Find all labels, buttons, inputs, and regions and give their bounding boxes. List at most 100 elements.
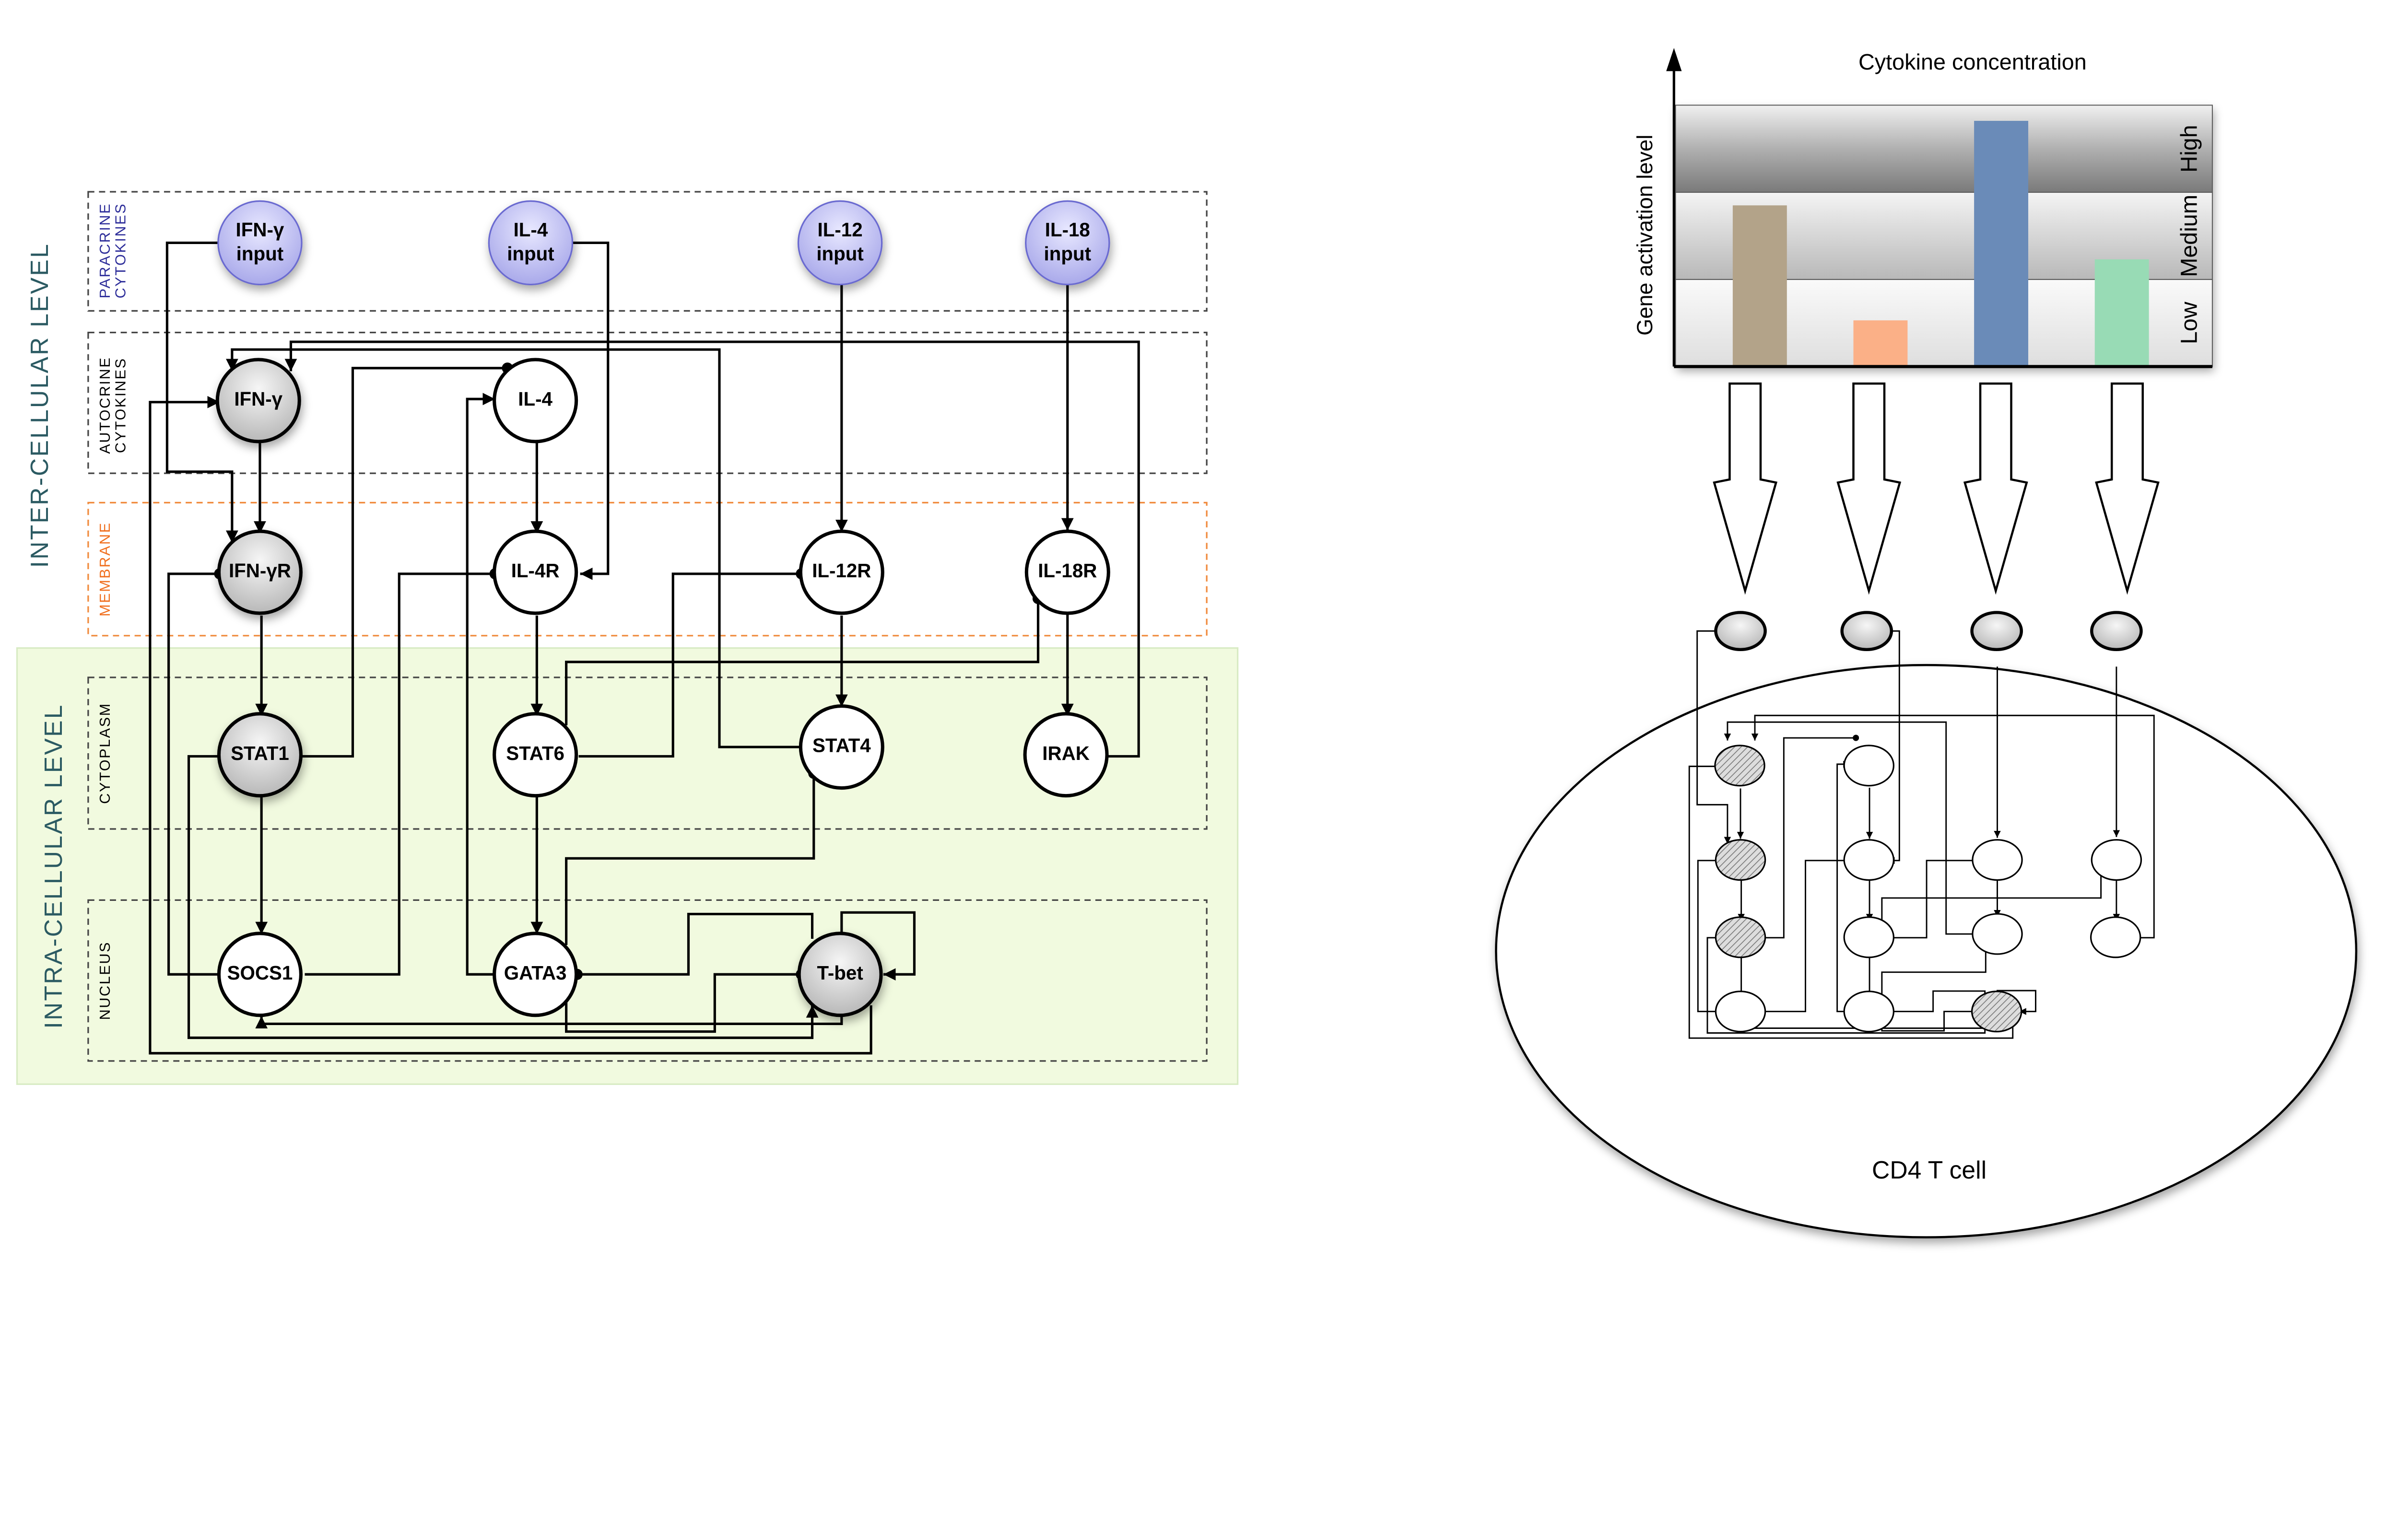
- node-il18r: IL-18R: [1024, 529, 1110, 615]
- paracrine-box: [87, 191, 1208, 312]
- intracellular-region: [16, 647, 1239, 1085]
- cell-node-il12_in: [1970, 611, 2023, 652]
- inter-cellular-level-label: INTER-CELLULAR LEVEL: [25, 243, 53, 568]
- node-stat1: STAT1: [217, 712, 303, 798]
- compartment-label-nucleus: NUCLEUS: [97, 941, 113, 1020]
- node-label: IFN-γR: [229, 560, 291, 582]
- network-edge-tbet-activates-socs1: [255, 1015, 843, 1029]
- network-edge-tbet-activates-ifng: [149, 396, 872, 1055]
- cell-network-edge-stat1-inhibits-il4: [1760, 735, 1859, 939]
- node-stat4: STAT4: [799, 704, 884, 790]
- network-edges: [149, 241, 1140, 1055]
- down-arrow-icon: [1836, 382, 1902, 595]
- network-edge-stat1-inhibits-il4: [302, 362, 513, 758]
- cell-node-il4: [1843, 745, 1894, 787]
- cell-node-il18_in: [2090, 611, 2143, 652]
- node-label: input: [236, 243, 284, 265]
- y-axis-arrow-icon: [1666, 47, 1682, 71]
- cell-node-irak: [2090, 916, 2141, 958]
- compartment-label-autocrine: CYTOKINES: [112, 357, 129, 453]
- cell-node-stat6: [1843, 916, 1894, 958]
- cell-network-edge-irak-activates-ifng: [1751, 714, 2155, 939]
- node-label: SOCS1: [227, 962, 293, 984]
- node-il4: IL-4: [493, 358, 578, 443]
- node-label: IL-4: [514, 219, 548, 241]
- cytoplasm-box: [87, 677, 1208, 830]
- cd4-t-cell-outline: [1495, 664, 2358, 1238]
- band-label: Medium: [2176, 195, 2202, 277]
- node-label: T-bet: [817, 962, 863, 984]
- node-il12r: IL-12R: [799, 529, 884, 615]
- node-label: IL-18: [1045, 219, 1090, 241]
- down-arrow-icon: [1713, 382, 1778, 595]
- network-edge-socs1-inhibits-ifngr: [167, 568, 225, 976]
- node-stat6: STAT6: [493, 712, 578, 798]
- node-label: input: [507, 243, 554, 265]
- node-irak: IRAK: [1023, 712, 1109, 798]
- bar-4: [2094, 259, 2149, 367]
- cell-network-edge-stat6-inhibits-il12r: [1887, 857, 1984, 939]
- node-label: STAT6: [506, 742, 564, 764]
- network-nodes: IFN-γinputIL-4inputIL-12inputIL-18inputI…: [215, 200, 1110, 1017]
- node-gata3: GATA3: [493, 932, 578, 1017]
- cell-node-il18r: [2091, 839, 2142, 881]
- y-axis-label: Gene activation level: [1633, 135, 1657, 336]
- node-label: input: [816, 243, 863, 265]
- node-label: IL-4R: [511, 560, 560, 582]
- network-edge-irak-activates-ifng: [284, 340, 1140, 758]
- network-edge-ifng_in-activates-ifngr: [165, 241, 238, 543]
- autocrine-box: [87, 331, 1208, 474]
- network-edge-socs1-inhibits-il4r: [305, 568, 501, 976]
- cell-node-tbet: [1971, 991, 2022, 1033]
- compartment-label-cytoplasm: CYTOPLASM: [97, 702, 113, 804]
- band-high: [1675, 105, 2213, 193]
- node-label: IFN-γ: [234, 388, 282, 410]
- node-label: STAT1: [231, 742, 289, 764]
- compartment-label-paracrine: CYTOKINES: [112, 203, 129, 299]
- cell-node-ifngr: [1715, 839, 1766, 881]
- cell-node-il4r: [1843, 839, 1894, 881]
- down-arrow-icon: [1963, 382, 2028, 595]
- network-edge-stat1-activates-tbet: [187, 755, 819, 1039]
- node-label: IL-12R: [812, 560, 871, 582]
- cell-node-socs1: [1715, 991, 1766, 1033]
- compartment-label-paracrine: PARACRINE: [97, 203, 113, 299]
- cytokine-arrows: [1713, 382, 2160, 595]
- network-edge-il4_in-activates-il4r: [572, 241, 610, 580]
- compartment-label-autocrine: AUTOCRINE: [97, 357, 113, 454]
- cell-network-edge-stat4-activates-ifng: [1724, 721, 1981, 935]
- cell-network-edge-ifng_in-activates-ifngr: [1696, 630, 1731, 844]
- node-label: IL-18R: [1038, 560, 1097, 582]
- cell-node-il4_in: [1840, 611, 1893, 652]
- node-label: IL-4: [518, 388, 552, 410]
- cell-node-gata3: [1843, 991, 1894, 1033]
- node-il4r: IL-4R: [493, 529, 578, 615]
- cell-node-stat1: [1715, 916, 1766, 958]
- node-label: IFN-γ: [236, 219, 284, 241]
- bar-3: [1974, 121, 2029, 367]
- cell-network-edge-tbet-activates-ifng: [1688, 763, 2014, 1039]
- network-edge-tbet-inhibits-gata3: [571, 912, 814, 980]
- cell-network-edge-socs1-inhibits-ifngr: [1697, 857, 1725, 1013]
- network-edge-gata3-inhibits-stat4: [565, 768, 820, 945]
- node-label: input: [1044, 243, 1092, 265]
- cell-node-ifng: [1714, 745, 1765, 787]
- band-label: High: [2176, 125, 2202, 172]
- cell-node-ifng_in: [1714, 611, 1767, 652]
- node-label: IRAK: [1042, 742, 1090, 764]
- cell-node-il12r: [1972, 839, 2023, 881]
- network-edge-gata3-activates-il4: [466, 393, 495, 976]
- network-edge-gata3-inhibits-tbet: [565, 968, 807, 1033]
- node-socs1: SOCS1: [217, 932, 303, 1017]
- cell-node-stat4: [1972, 913, 2023, 955]
- cell-network-edge-socs1-inhibits-il4r: [1761, 857, 1854, 1013]
- node-label: GATA3: [504, 962, 567, 984]
- node-ifng: IFN-γ: [215, 358, 301, 443]
- bar-1: [1732, 205, 1787, 367]
- node-ifngr: IFN-γR: [217, 529, 303, 615]
- cell-network-edge-gata3-inhibits-stat4: [1881, 940, 1989, 1002]
- node-tbet: T-bet: [797, 932, 883, 1017]
